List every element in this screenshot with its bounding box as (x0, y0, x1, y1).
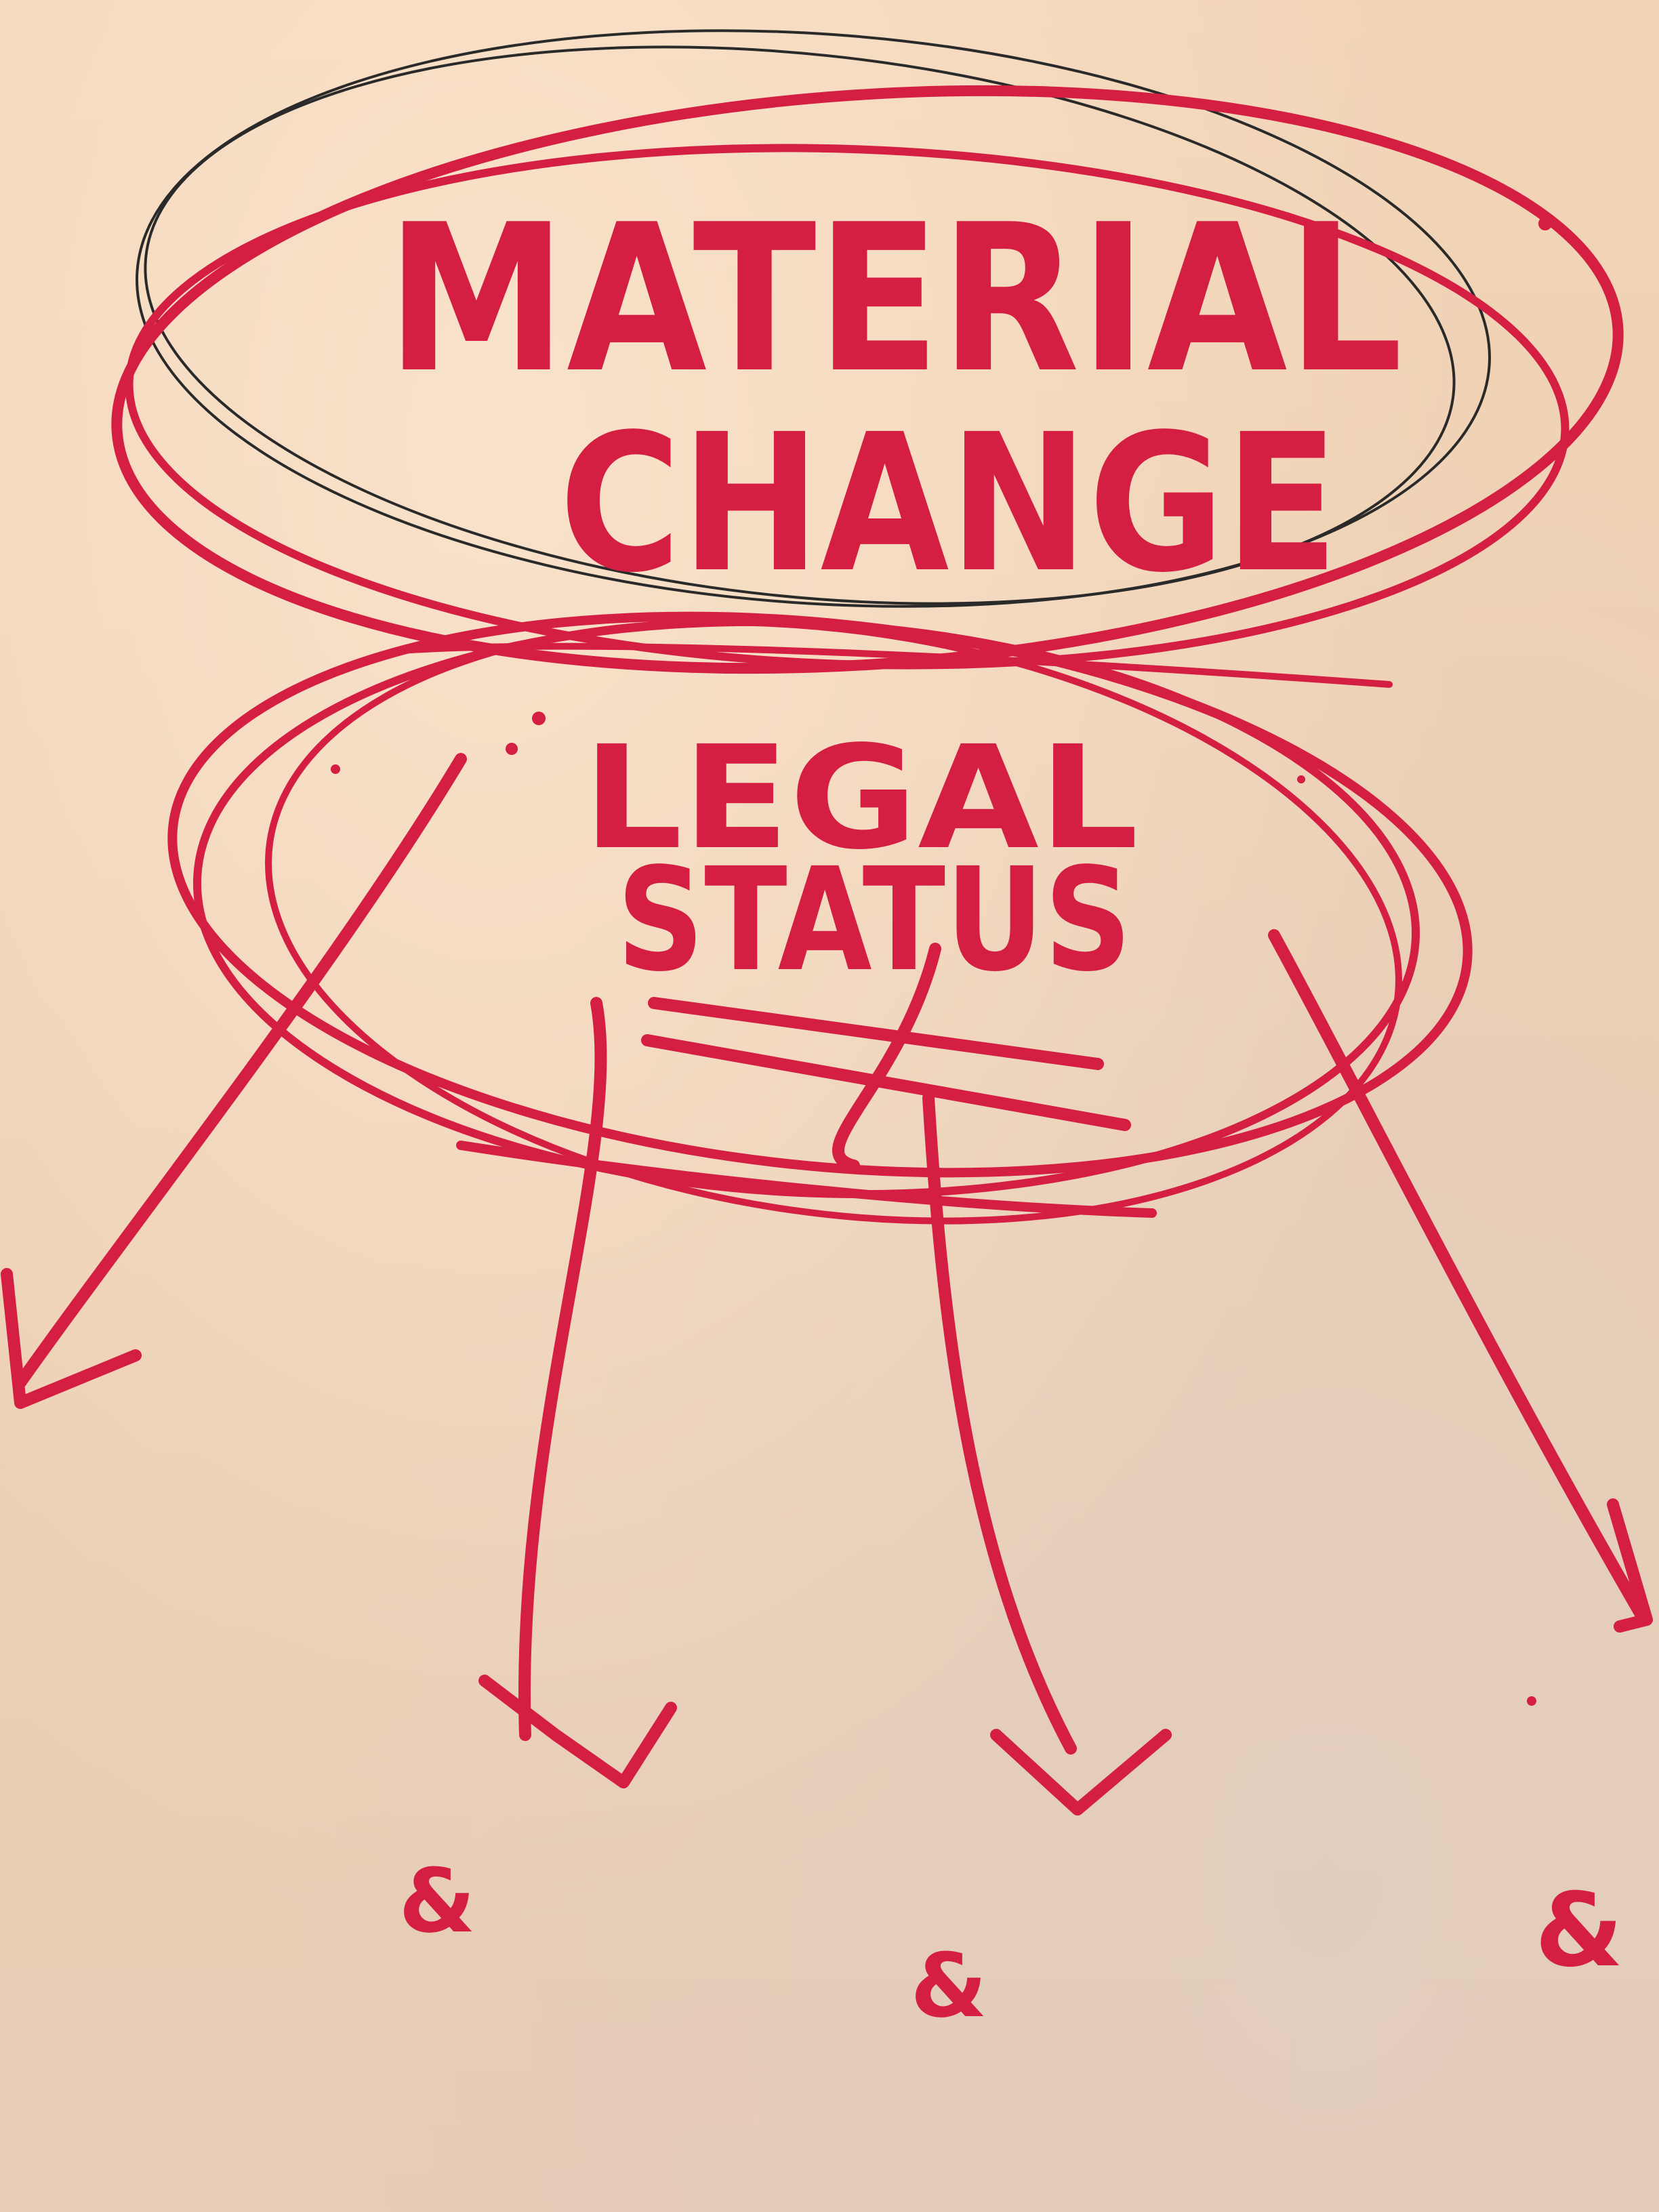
top-node: MATERIAL CHANGE (386, 181, 1403, 615)
arrow-2 (478, 997, 677, 1788)
top-node-line1: MATERIAL (386, 181, 1403, 417)
center-node-line2: STATUS (617, 837, 1132, 1003)
ink-dots (331, 217, 1552, 1706)
center-node-outline (167, 611, 1473, 1225)
bottom-mark-2: & (910, 1934, 987, 2037)
underline-2 (641, 1034, 1131, 1131)
center-node-line1: LEGAL (583, 715, 1139, 881)
top-node-pencil-outline (136, 29, 1491, 608)
arrow-3 (832, 943, 1172, 1816)
bottom-mark-3: & (1535, 1872, 1624, 1990)
center-node: LEGAL STATUS (583, 715, 1139, 1131)
top-node-line2: CHANGE (559, 394, 1338, 615)
arrow-1 (1, 753, 467, 1409)
top-node-outline (111, 85, 1624, 674)
arrow-4 (1268, 929, 1653, 1633)
bottom-marks: & & & (398, 1849, 1623, 2037)
underline-1 (648, 997, 1104, 1070)
bottom-mark-1: & (398, 1849, 475, 1952)
